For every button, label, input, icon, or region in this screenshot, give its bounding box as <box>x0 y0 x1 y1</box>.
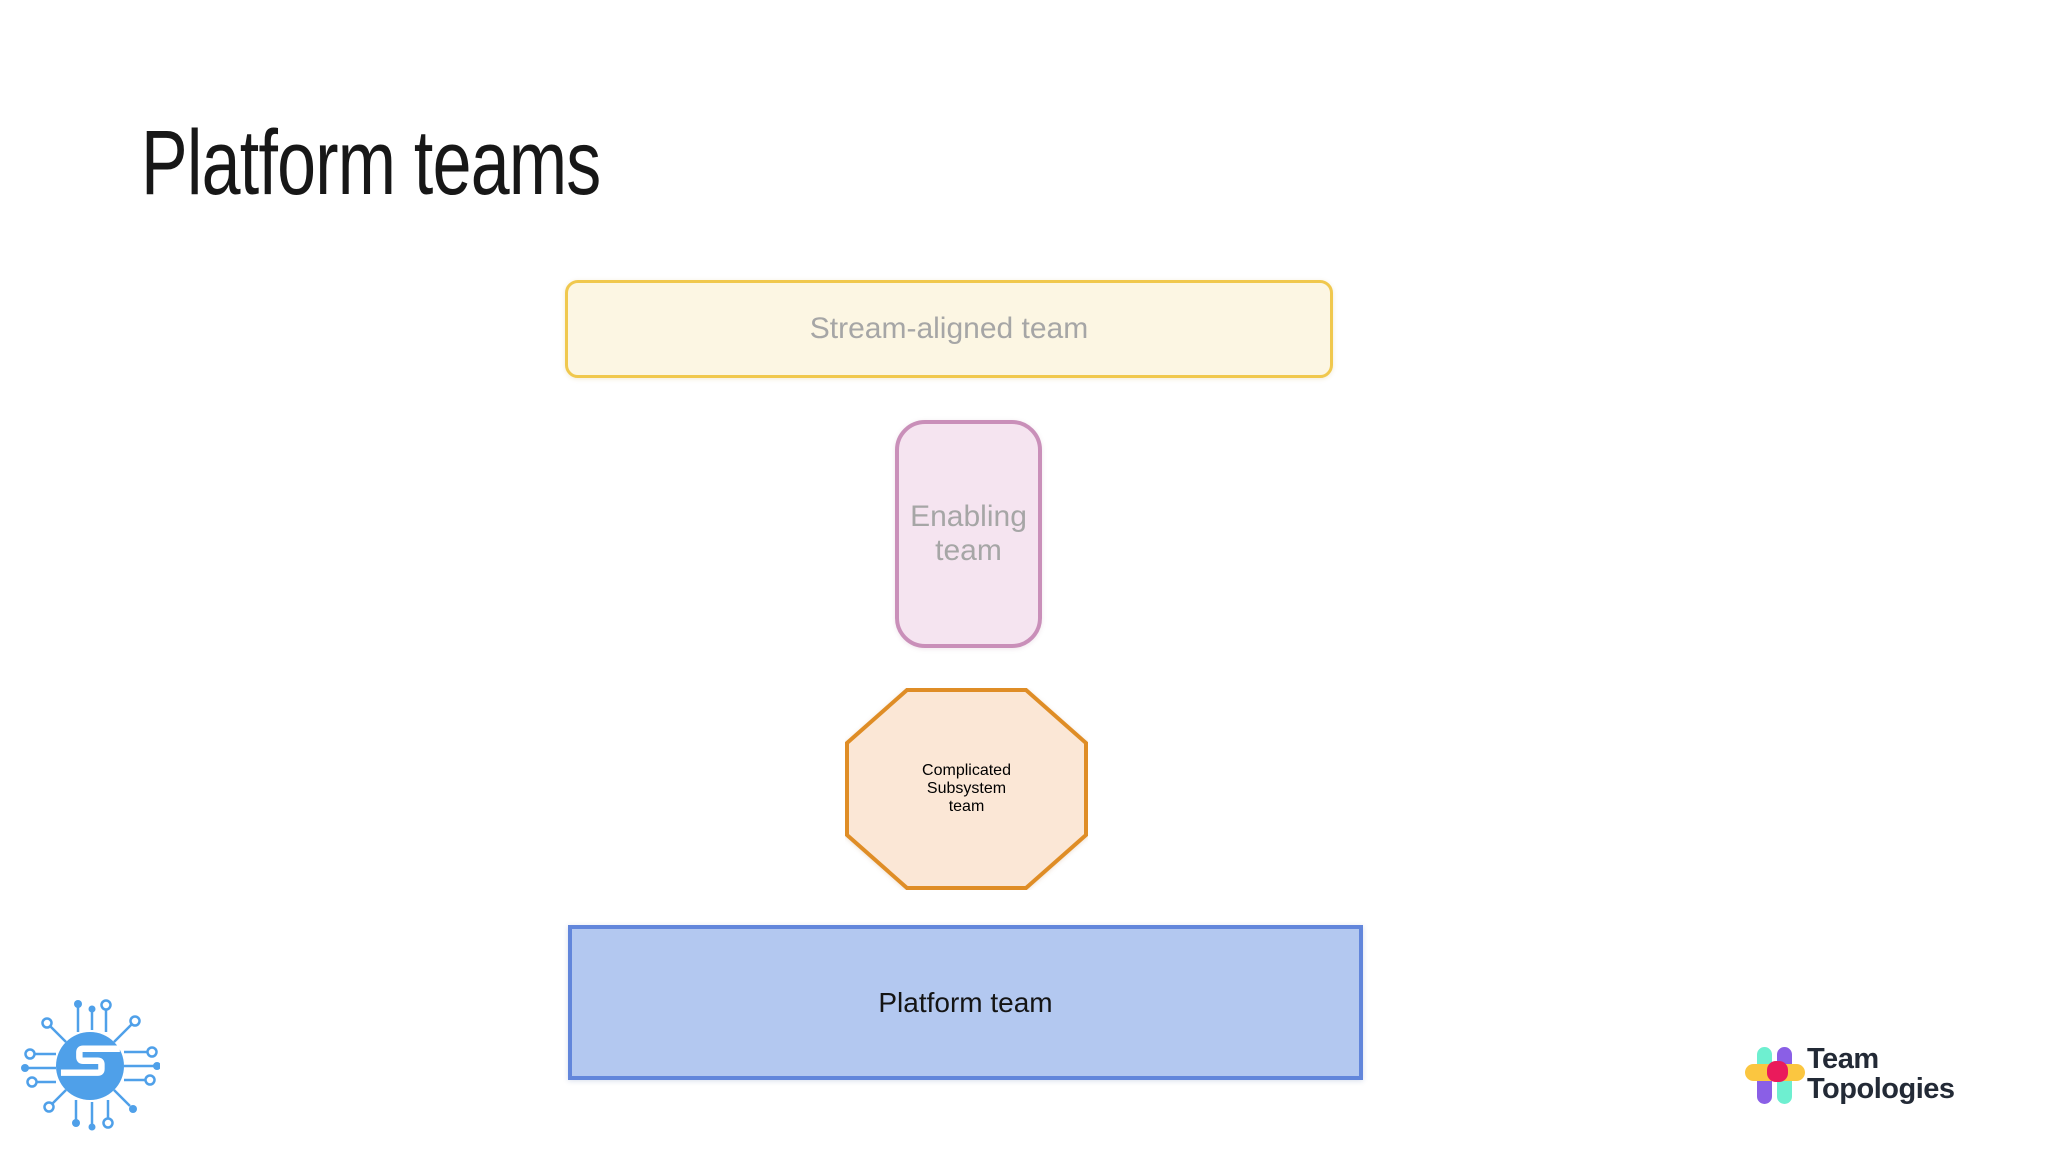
complicated-subsystem-label-line1: Complicated <box>922 762 1011 779</box>
stream-aligned-team-shape: Stream-aligned team <box>565 280 1333 378</box>
team-topologies-logo: Team Topologies <box>1743 1042 2013 1114</box>
enabling-team-shape: Enabling team <box>895 420 1042 648</box>
team-topologies-line1: Team <box>1807 1043 1879 1075</box>
team-topologies-wordmark: Team Topologies <box>1807 1044 1955 1104</box>
slide-title: Platform teams <box>141 112 601 214</box>
complicated-subsystem-label-line2: Subsystem <box>926 780 1007 797</box>
team-topologies-line2: Topologies <box>1807 1073 1955 1105</box>
complicated-subsystem-label-line3: team <box>948 798 985 815</box>
enabling-team-label-line2: team <box>935 534 1002 567</box>
stream-aligned-team-label: Stream-aligned team <box>809 312 1089 345</box>
complicated-subsystem-team-shape: Complicated Subsystem team <box>845 688 1088 890</box>
platform-team-label: Platform team <box>878 986 1053 1018</box>
platform-team-shape: Platform team <box>568 925 1363 1080</box>
team-topologies-mark-icon <box>1745 1047 1805 1104</box>
octagon-icon <box>845 688 1088 890</box>
logo-s-glyph <box>60 1045 120 1076</box>
circuit-chip-logo-icon <box>21 999 160 1131</box>
complicated-subsystem-team-label: Complicated Subsystem team <box>845 688 1088 890</box>
enabling-team-label-line1: Enabling <box>910 500 1027 533</box>
